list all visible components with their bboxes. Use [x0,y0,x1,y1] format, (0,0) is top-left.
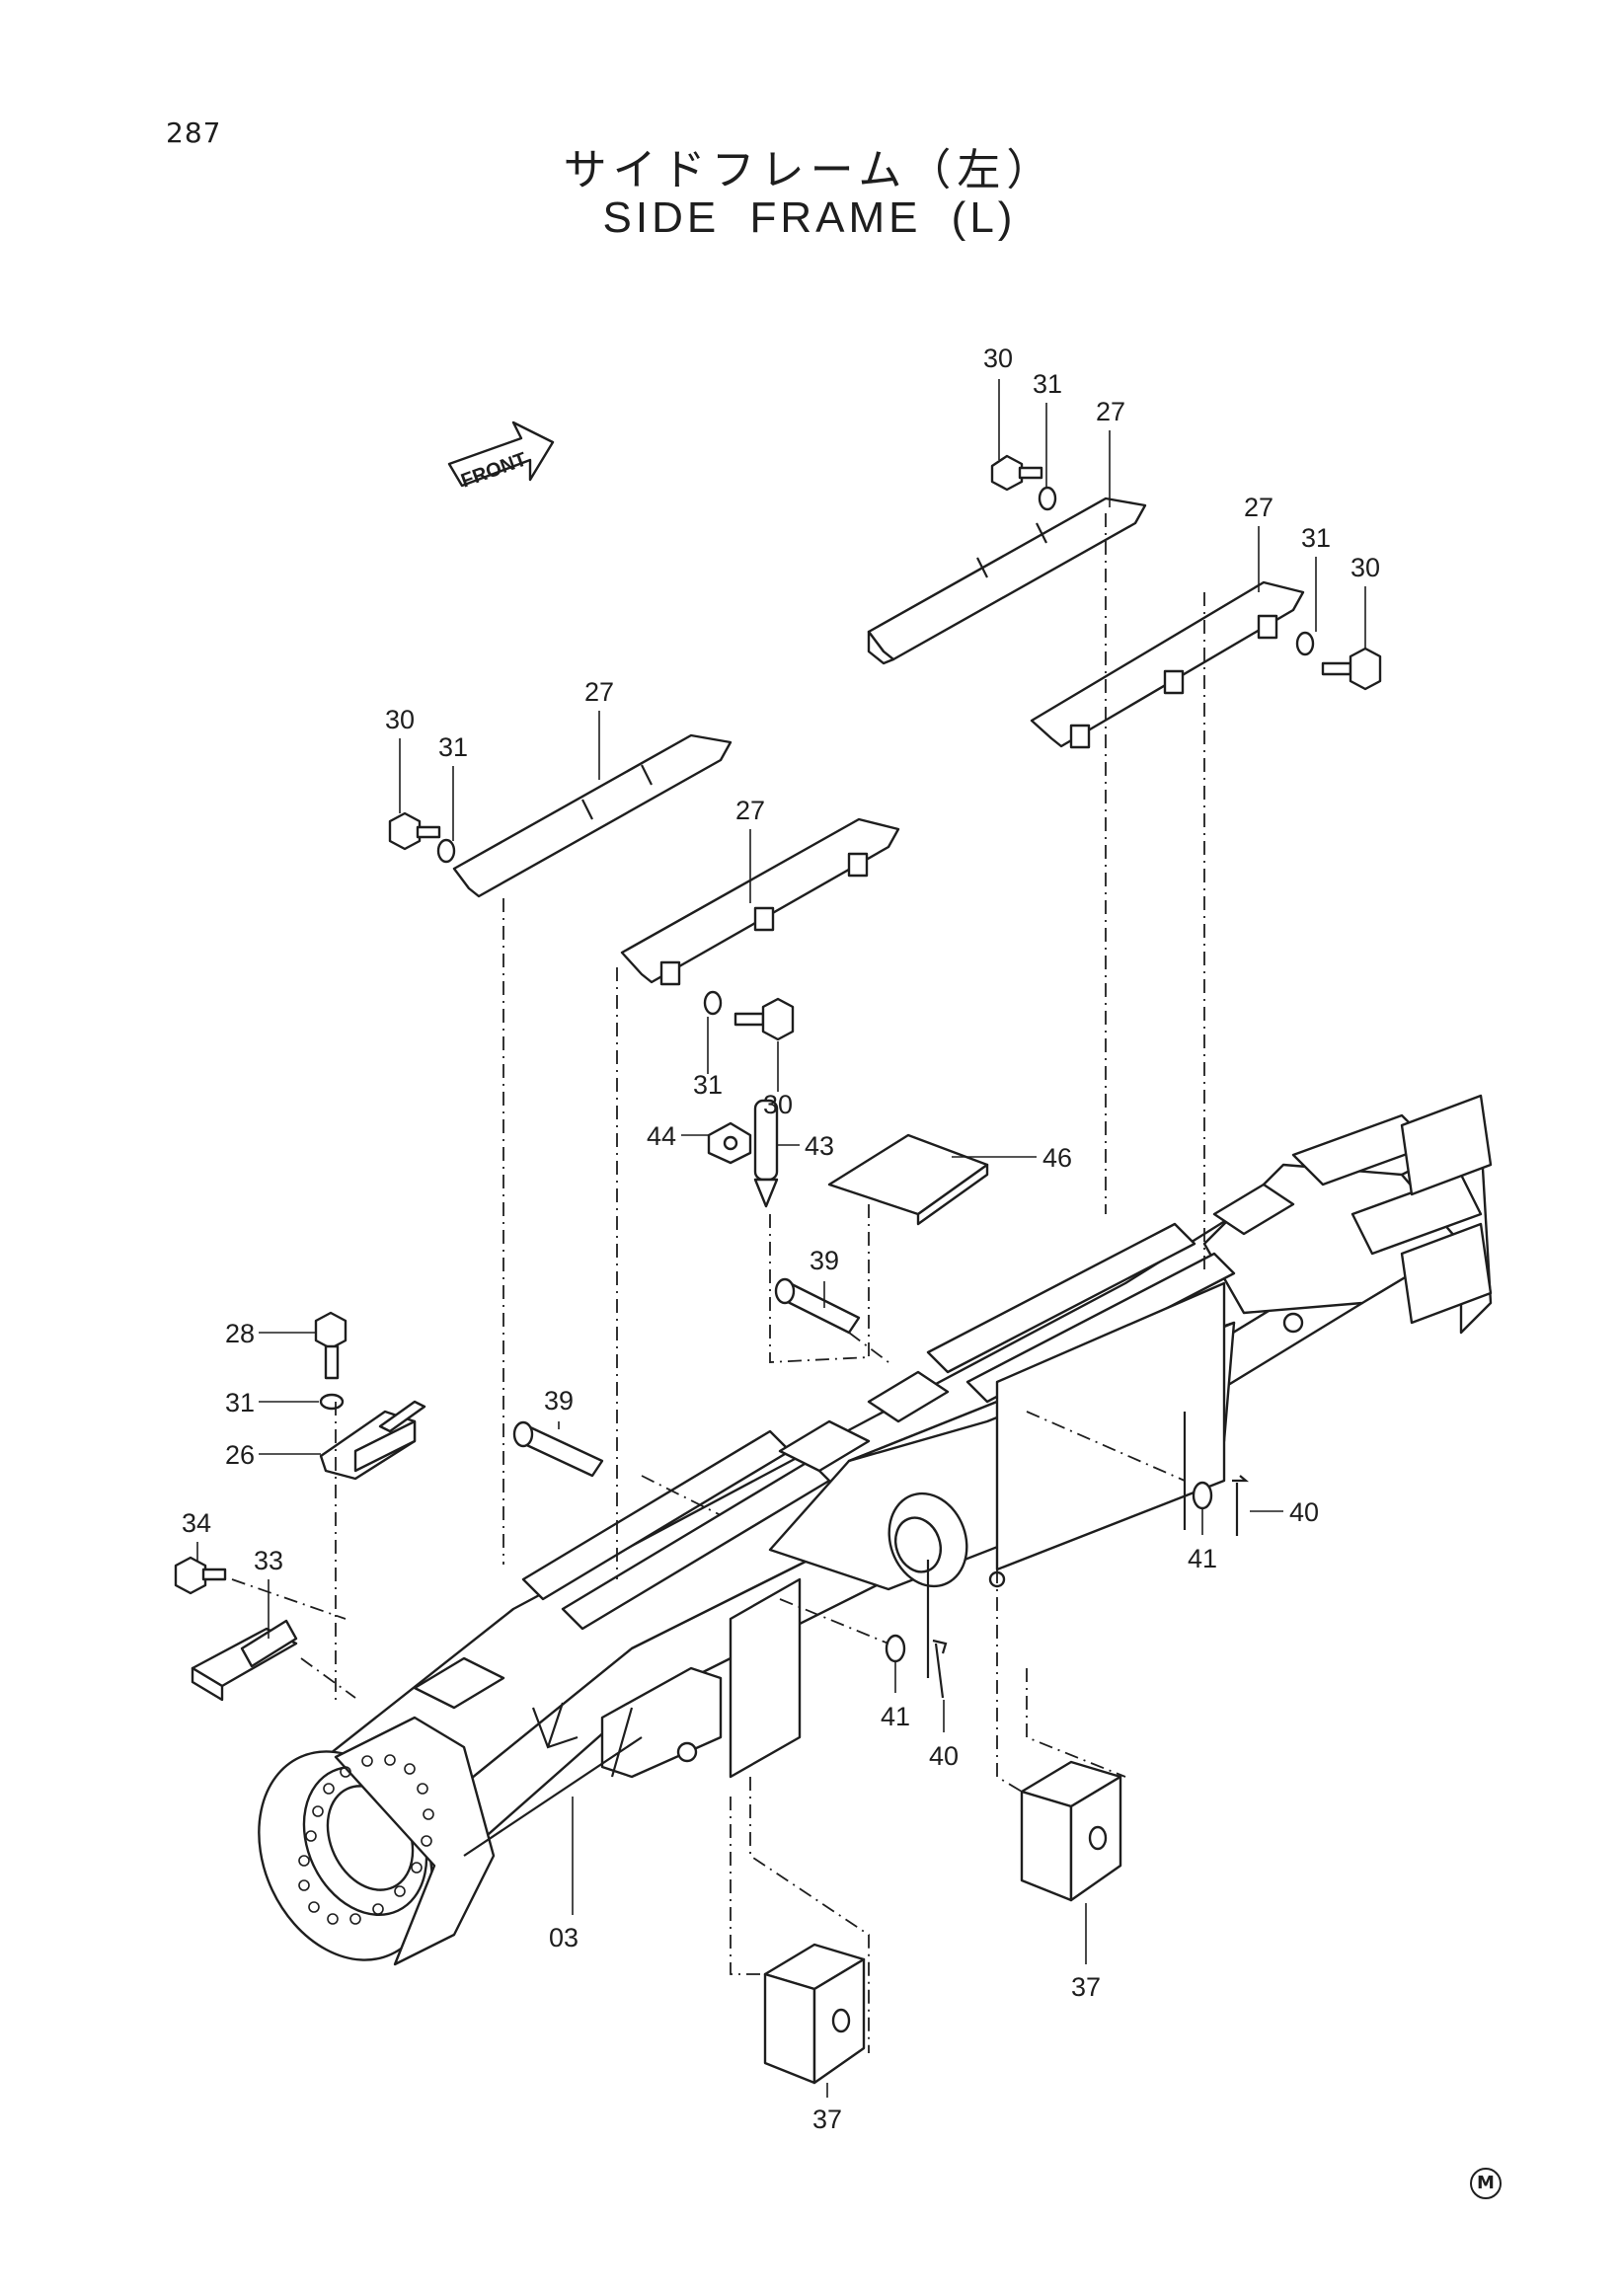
callout-37-bottom: 37 [812,2105,842,2134]
callout-39-lower: 39 [544,1386,574,1416]
cotter-pin-part-40-right [1232,1475,1250,1536]
washer-part-31-left [436,838,456,864]
front-arrow-icon: FRONT [447,421,555,493]
callout-27-left: 27 [584,677,614,707]
cotter-pin-part-40-mid [932,1639,948,1699]
pin-part-43 [753,1099,779,1208]
cover-part-27-right [1030,580,1305,749]
callout-43: 43 [805,1131,834,1161]
bracket-part-26 [319,1400,426,1481]
washer-part-41-mid [885,1634,906,1663]
weight-part-37-right [1020,1760,1122,1902]
callout-39-upper: 39 [810,1246,839,1275]
callout-30-right: 30 [1350,553,1380,582]
guide-part-33 [191,1619,298,1702]
washer-part-31-mid [703,990,723,1016]
washer-part-31-right [1295,631,1315,656]
bolt-part-30-top [990,454,1043,492]
title-japanese: サイドフレーム（左） [563,145,1056,195]
plate-part-46 [827,1133,989,1226]
callout-31-right: 31 [1301,523,1331,553]
callout-46: 46 [1042,1143,1072,1173]
callout-31-left: 31 [438,732,468,762]
page-number: 287 [166,116,222,149]
corner-mark-m: M [1470,2168,1502,2199]
bolt-part-30-right [1321,647,1382,691]
bolt-part-28 [314,1311,347,1380]
washer-part-31-low [319,1393,345,1411]
cover-part-27-top [867,497,1147,665]
callout-27-mid: 27 [735,796,765,825]
callout-41-mid: 41 [881,1702,910,1731]
assembly-phantom-lines [231,513,1205,2053]
callout-26: 26 [225,1440,255,1470]
title-english: SIDE FRAME (L) [602,193,1017,242]
callout-30-mid: 30 [763,1090,793,1119]
lock-part-44 [707,1121,752,1165]
callout-31-mid: 31 [693,1070,723,1100]
bolt-part-30-mid [733,997,795,1041]
callout-labels: 30 31 27 27 31 30 30 31 27 27 31 30 44 4… [182,344,1380,2134]
callout-44: 44 [647,1121,676,1151]
callout-37-right: 37 [1071,1972,1101,2002]
callout-leaders [196,379,1366,2098]
bolt-part-30-left [388,811,441,851]
callout-03: 03 [549,1923,579,1952]
callout-31-low: 31 [225,1388,255,1417]
cover-part-27-mid [620,817,900,986]
callout-27-right: 27 [1244,493,1273,522]
callout-28: 28 [225,1319,255,1348]
callout-40-mid: 40 [929,1741,959,1771]
callout-33: 33 [254,1546,283,1575]
washer-part-31-top [1038,486,1057,511]
callout-30-top: 30 [983,344,1013,373]
pin-part-39-upper [774,1277,861,1335]
callout-34: 34 [182,1508,211,1538]
bolt-part-34 [174,1556,227,1595]
pin-part-39-lower [512,1420,604,1478]
weight-part-37-bottom [763,1943,866,2085]
callout-27-top: 27 [1096,397,1125,426]
callout-41-right: 41 [1188,1544,1217,1573]
callout-30-left: 30 [385,705,415,734]
callout-31-top: 31 [1033,369,1062,399]
washer-part-41-right [1192,1481,1213,1510]
cover-part-27-left [452,733,733,898]
callout-40-right: 40 [1289,1497,1319,1527]
side-frame-part-03 [258,1094,1493,1966]
